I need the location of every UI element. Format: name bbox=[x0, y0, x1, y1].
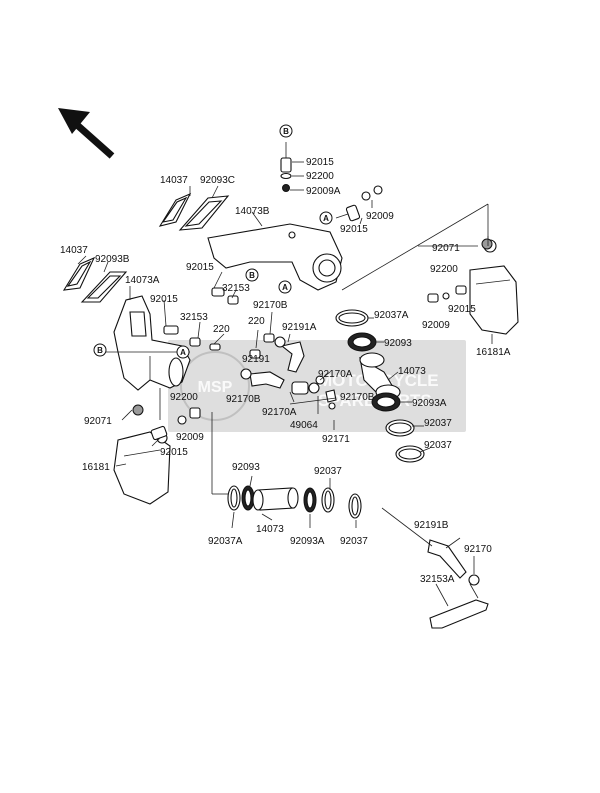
leader-lines bbox=[77, 142, 493, 607]
air-duct-14073B bbox=[207, 223, 343, 291]
callout-b-left: B bbox=[97, 346, 103, 355]
valve-49064 bbox=[291, 375, 337, 410]
part-label: 92200 bbox=[170, 392, 198, 403]
part-label: 92093A bbox=[412, 398, 447, 409]
air-box-housing-14073A bbox=[113, 295, 191, 391]
hose-92191 bbox=[240, 336, 305, 389]
part-label: 32153 bbox=[222, 283, 250, 294]
part-label: 92037A bbox=[374, 310, 409, 321]
part-label: 16181A bbox=[476, 347, 511, 358]
part-label: 92093 bbox=[384, 338, 412, 349]
part-label: 14037 bbox=[160, 175, 188, 186]
part-label: 14073A bbox=[125, 275, 160, 286]
part-label: 14073B bbox=[235, 206, 270, 217]
tube-92191B bbox=[381, 507, 480, 586]
part-label: 32153A bbox=[420, 574, 455, 585]
part-label: 92009A bbox=[306, 186, 341, 197]
part-label: 220 bbox=[248, 316, 265, 327]
bracket-32153A bbox=[429, 583, 489, 629]
cover-16181 bbox=[113, 431, 171, 505]
part-label: 14073 bbox=[398, 366, 426, 377]
callout-a-left: A bbox=[180, 348, 186, 357]
part-label: 92191 bbox=[242, 354, 270, 365]
callout-b-mid: B bbox=[249, 271, 255, 280]
part-label: 92037A bbox=[208, 536, 243, 547]
callout-a-upper-right: A bbox=[323, 214, 329, 223]
part-label: 92015 bbox=[186, 262, 214, 273]
part-label: 92015 bbox=[448, 304, 476, 315]
part-label: 92093C bbox=[200, 175, 235, 186]
watermark-badge: MSP bbox=[198, 379, 233, 396]
part-label: 92093B bbox=[95, 254, 130, 265]
part-label: 92170B bbox=[226, 394, 261, 405]
part-label: 92170A bbox=[262, 407, 297, 418]
part-label: 92093 bbox=[232, 462, 260, 473]
filter-element-14037-upper bbox=[158, 192, 230, 231]
clamp-92037A-upper bbox=[335, 309, 369, 327]
part-label: 92015 bbox=[306, 157, 334, 168]
parts-drawings bbox=[62, 142, 519, 629]
part-label: 49064 bbox=[290, 420, 318, 431]
part-label: 92071 bbox=[84, 416, 112, 427]
part-label: 92170A bbox=[318, 369, 353, 380]
part-label: 16181 bbox=[82, 462, 110, 473]
part-label: 92191B bbox=[414, 520, 449, 531]
part-label: 92171 bbox=[322, 434, 350, 445]
part-label: 220 bbox=[213, 324, 230, 335]
part-label: 92037 bbox=[424, 418, 452, 429]
part-label: 14073 bbox=[256, 524, 284, 535]
part-label: 92015 bbox=[160, 447, 188, 458]
part-label: 92071 bbox=[432, 243, 460, 254]
part-label: 92009 bbox=[422, 320, 450, 331]
part-label: 92015 bbox=[150, 294, 178, 305]
cover-16181A bbox=[469, 239, 519, 335]
part-label: 92170B bbox=[253, 300, 288, 311]
part-label: 92037 bbox=[424, 440, 452, 451]
part-label: 92191A bbox=[282, 322, 317, 333]
part-label: 92200 bbox=[430, 264, 458, 275]
part-label: 14037 bbox=[60, 245, 88, 256]
part-label: 92009 bbox=[366, 211, 394, 222]
intake-duct-stack-lower bbox=[227, 485, 362, 519]
part-label: 92200 bbox=[306, 171, 334, 182]
callout-b-top: B bbox=[283, 127, 289, 136]
part-label: 92015 bbox=[340, 224, 368, 235]
part-label: 92037 bbox=[340, 536, 368, 547]
intake-duct-stack-right bbox=[347, 332, 425, 463]
filter-element-14037-lower bbox=[62, 256, 128, 303]
part-label: 92009 bbox=[176, 432, 204, 443]
part-label: 92170 bbox=[464, 544, 492, 555]
callout-markers: B A B A B A bbox=[93, 124, 333, 359]
part-label: 32153 bbox=[180, 312, 208, 323]
fasteners bbox=[132, 157, 493, 441]
front-direction-arrow-icon bbox=[58, 108, 115, 159]
callout-a-mid: A bbox=[282, 283, 288, 292]
part-label: 92037 bbox=[314, 466, 342, 477]
part-label: 92170B bbox=[340, 392, 375, 403]
part-labels: 14037 92093C 14073B 92015 92200 92009A 9… bbox=[60, 157, 511, 585]
part-label: 92093A bbox=[290, 536, 325, 547]
